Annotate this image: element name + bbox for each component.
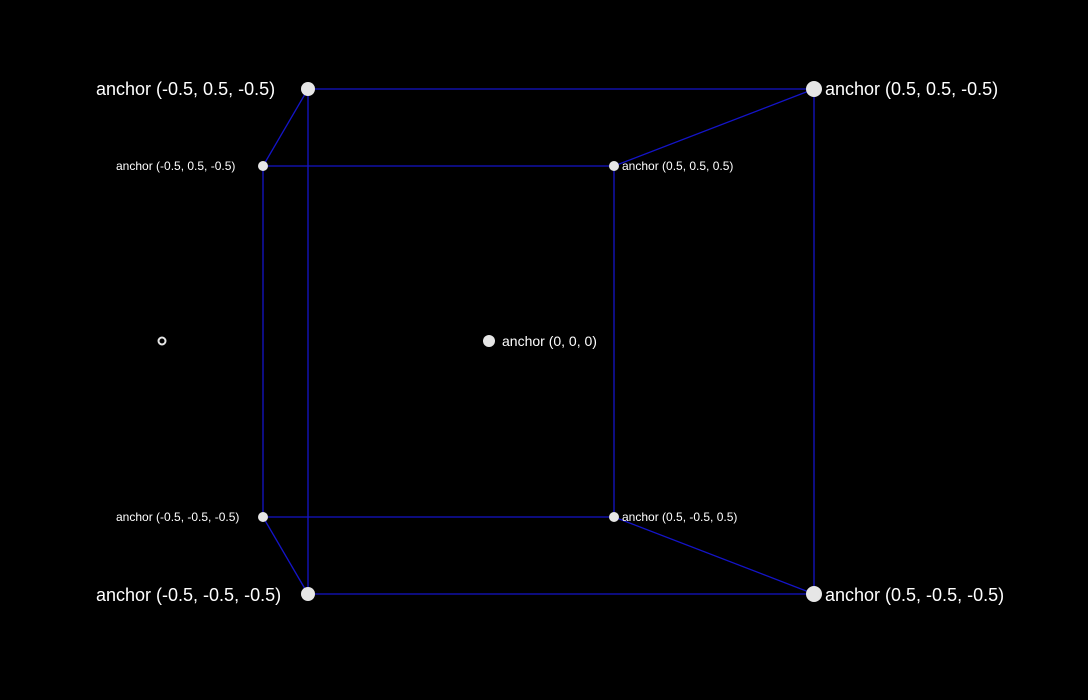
anchor-label-back-top-left: anchor (-0.5, 0.5, -0.5) — [96, 79, 276, 99]
anchor-point-front-bottom-right[interactable] — [609, 512, 619, 522]
edge-connector-bottom-right — [613, 516, 815, 595]
anchor-label-front-bottom-right: anchor (0.5, -0.5, 0.5) — [622, 510, 738, 524]
anchor-label-back-bottom-right: anchor (0.5, -0.5, -0.5) — [825, 585, 1005, 605]
cube-edges — [262, 88, 815, 595]
anchor-label-back-top-right: anchor (0.5, 0.5, -0.5) — [825, 79, 999, 99]
anchor-point-back-top-right[interactable] — [806, 81, 822, 97]
anchor-point-front-top-left[interactable] — [258, 161, 268, 171]
anchor-label-front-bottom-left: anchor (-0.5, -0.5, -0.5) — [116, 510, 240, 524]
ring-icon — [157, 336, 167, 346]
edge-connector-top-right — [613, 88, 815, 167]
anchor-label-front-top-right: anchor (0.5, 0.5, 0.5) — [622, 159, 734, 173]
anchor-points — [258, 81, 822, 602]
edge-connector-top-left — [262, 88, 309, 167]
anchor-point-back-bottom-left[interactable] — [301, 587, 315, 601]
anchor-point-center[interactable] — [483, 335, 495, 347]
anchor-point-back-top-left[interactable] — [301, 82, 315, 96]
anchor-point-front-top-right[interactable] — [609, 161, 619, 171]
anchor-point-back-bottom-right[interactable] — [806, 586, 822, 602]
anchor-label-center: anchor (0, 0, 0) — [502, 333, 597, 349]
anchor-label-back-bottom-left: anchor (-0.5, -0.5, -0.5) — [96, 585, 282, 605]
edge-connector-bottom-left — [262, 516, 309, 595]
anchor-point-front-bottom-left[interactable] — [258, 512, 268, 522]
anchor-label-front-top-left: anchor (-0.5, 0.5, -0.5) — [116, 159, 236, 173]
